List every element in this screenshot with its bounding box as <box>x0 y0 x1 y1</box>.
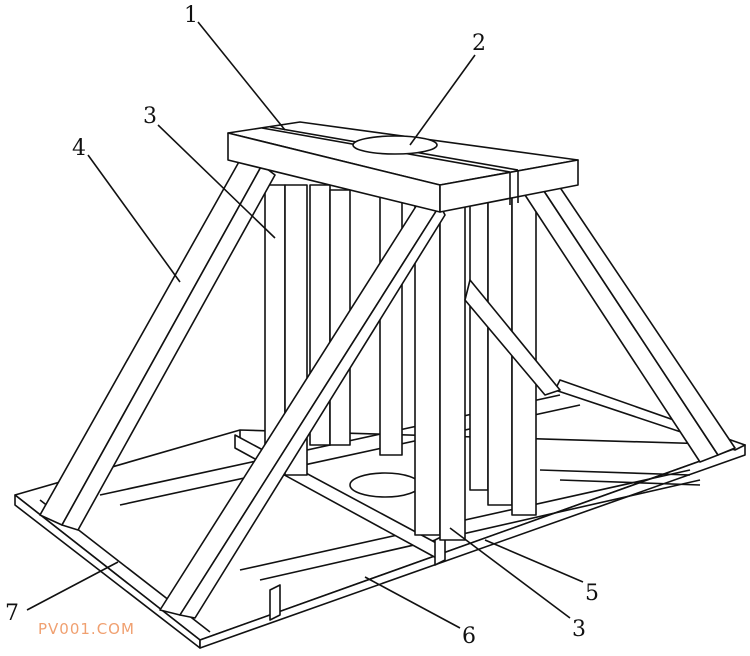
leader-lines <box>26 21 584 629</box>
label-3-bottom: 3 <box>572 617 586 642</box>
label-5: 5 <box>585 581 599 606</box>
label-4: 4 <box>72 136 86 161</box>
watermark: PV001.COM <box>38 620 135 638</box>
top-plate <box>227 121 579 213</box>
label-6: 6 <box>462 624 476 649</box>
label-2: 2 <box>472 31 486 56</box>
label-1: 1 <box>184 3 198 28</box>
diagonal-legs <box>39 159 736 619</box>
label-7: 7 <box>5 601 19 626</box>
label-3-top: 3 <box>143 104 157 129</box>
